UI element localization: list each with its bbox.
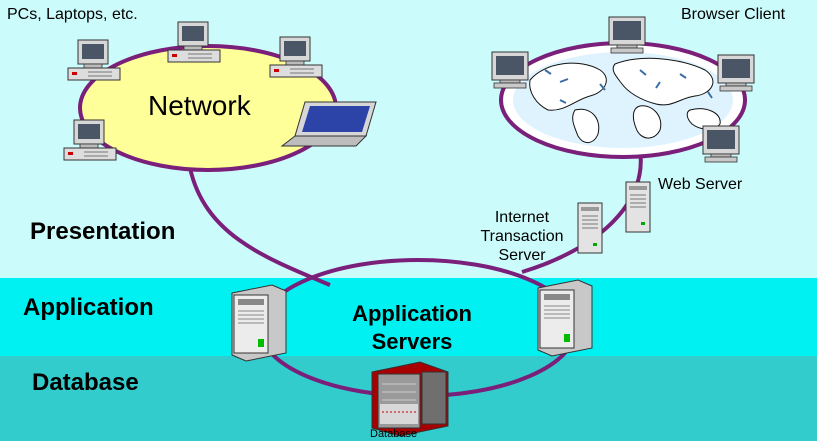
laptop-icon <box>280 101 377 147</box>
tower-server-icon <box>577 202 603 254</box>
tower-server-icon <box>231 284 287 362</box>
globe-icon <box>513 52 733 148</box>
database-tier-label: Database <box>32 369 139 396</box>
database-server-label: Database <box>370 428 418 440</box>
monitor-icon <box>702 125 740 163</box>
tower-server-icon <box>537 279 593 357</box>
internet-transaction-server-label: Internet Transaction Server <box>480 209 564 264</box>
tower-server-icon <box>625 181 651 233</box>
browser-client-label: Browser Client <box>681 6 786 23</box>
application-band <box>0 278 817 356</box>
web-server-label: Web Server <box>658 176 743 193</box>
application-servers-label: Application Servers <box>352 301 472 354</box>
network-label: Network <box>148 90 251 121</box>
network-to-app-link <box>188 167 331 287</box>
presentation-tier-label: Presentation <box>30 218 176 245</box>
web-to-app-link <box>521 149 643 274</box>
application-tier-label: Application <box>23 294 154 321</box>
pcs-laptops-label: PCs, Laptops, etc. <box>7 6 138 23</box>
database-server-icon <box>371 361 449 437</box>
